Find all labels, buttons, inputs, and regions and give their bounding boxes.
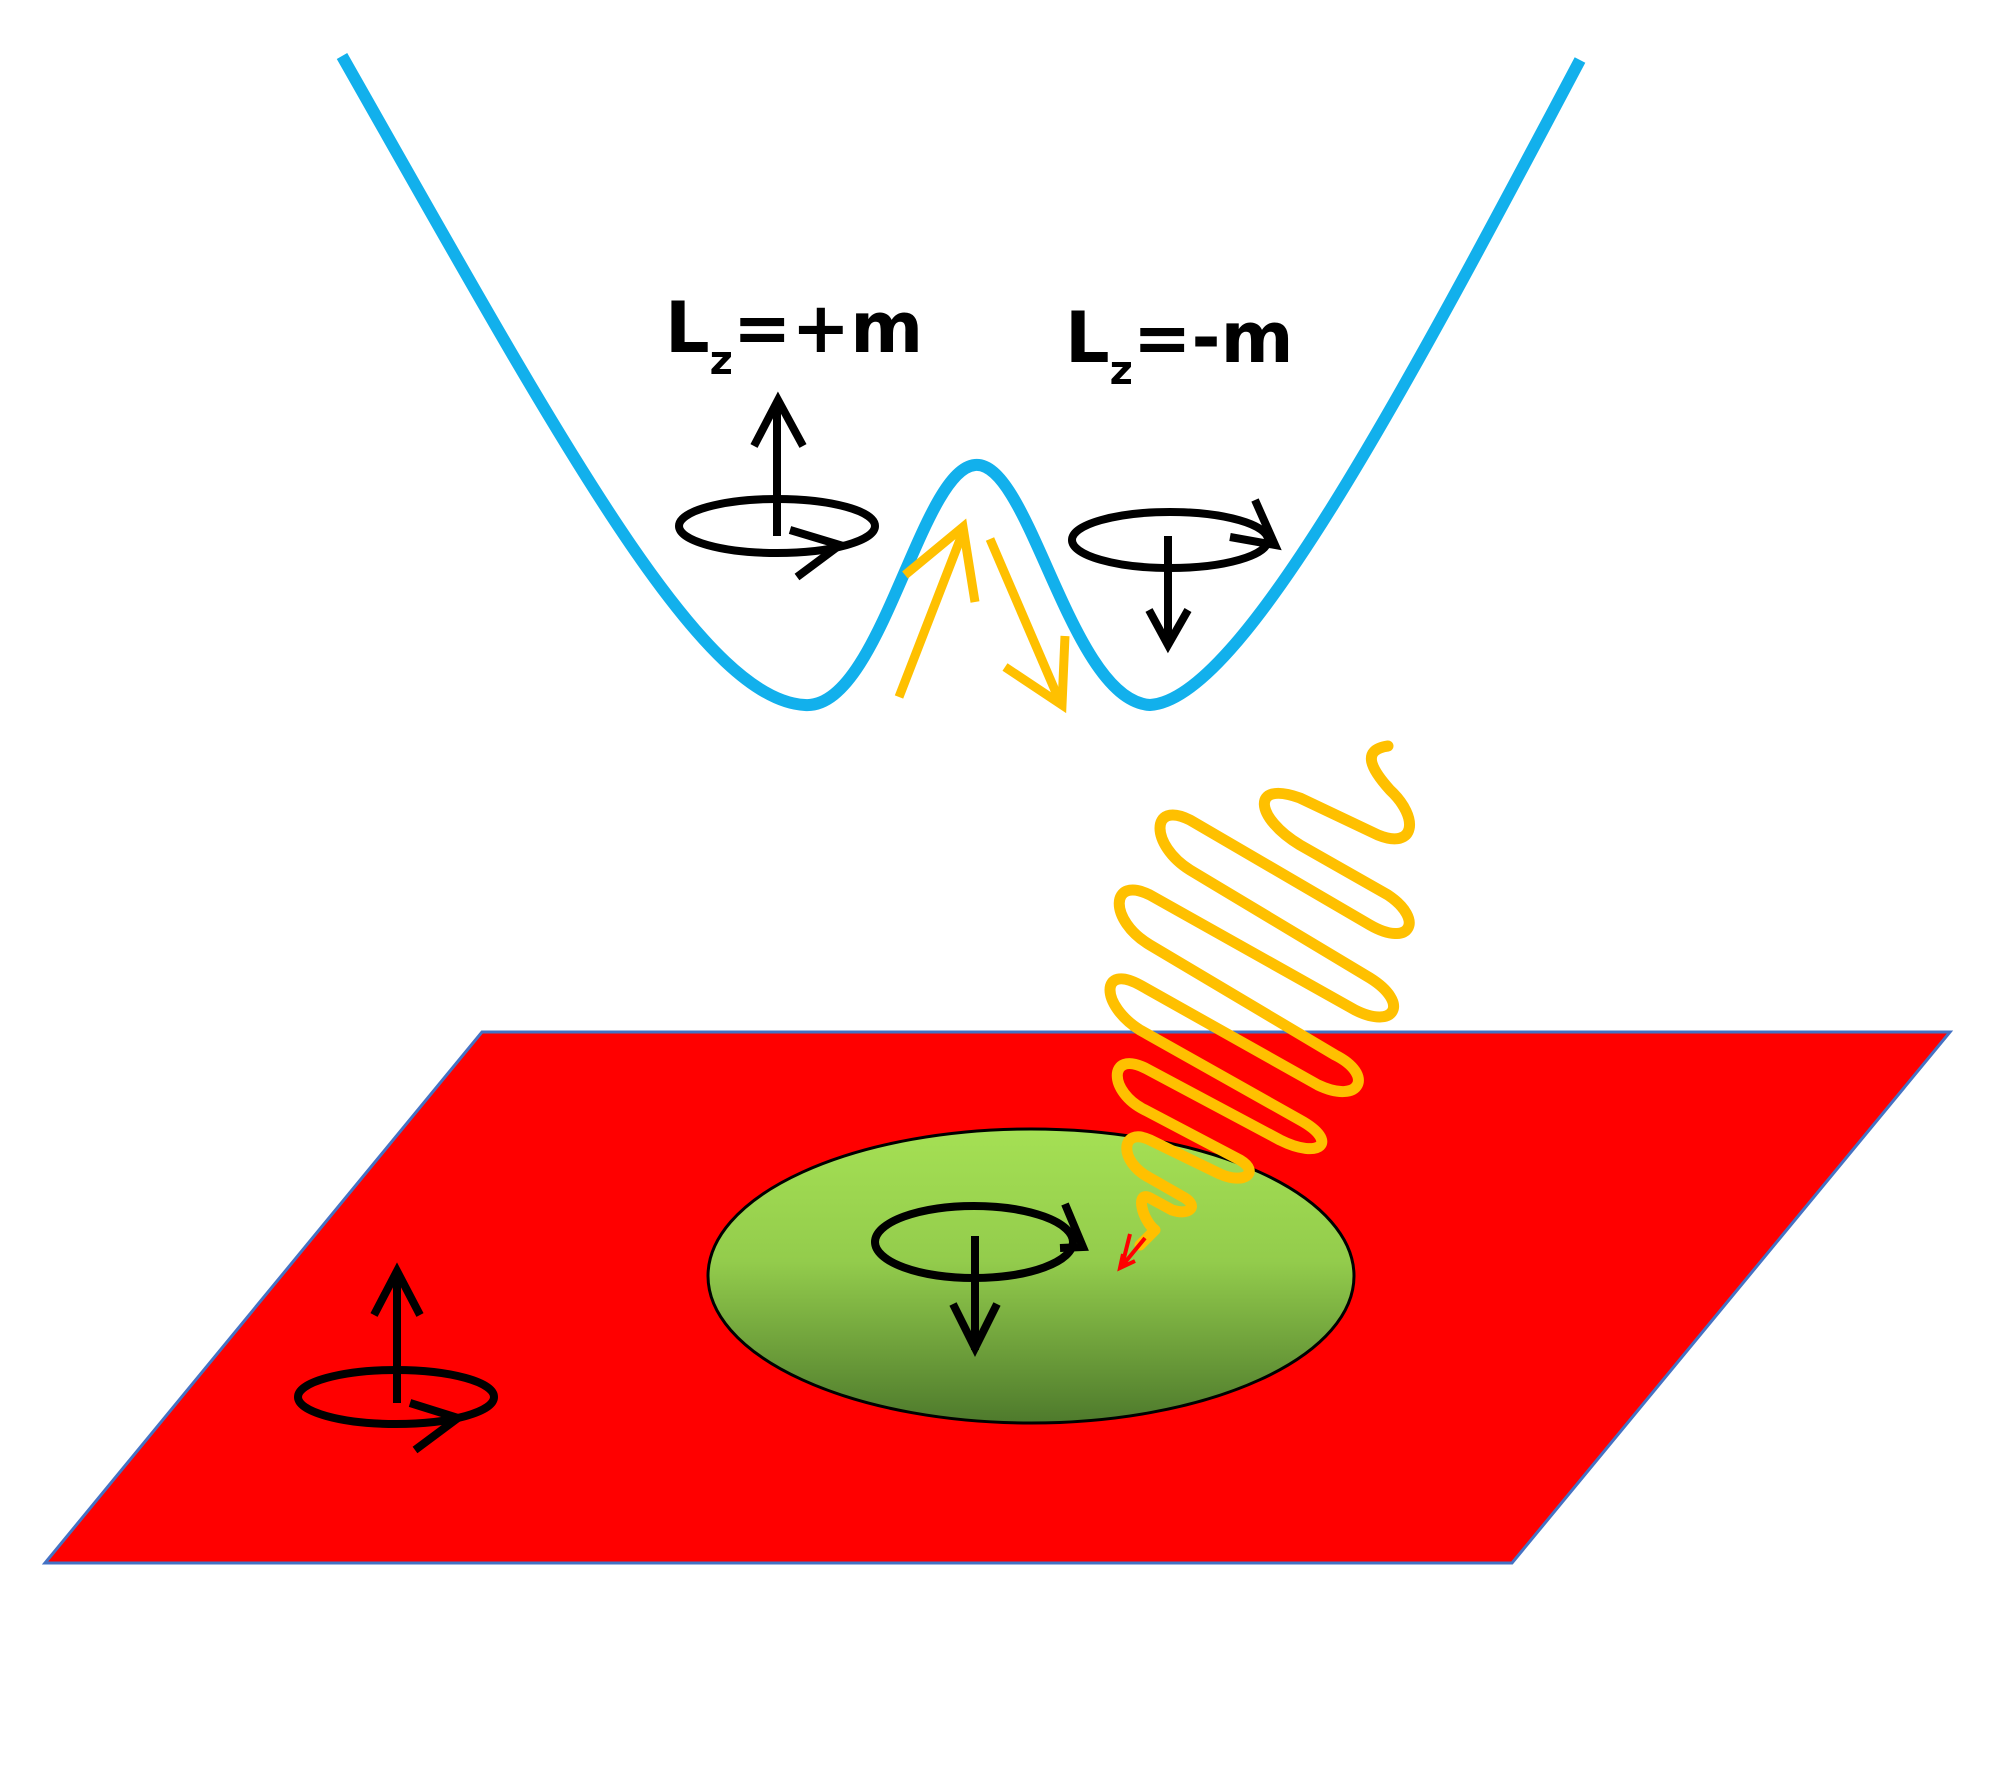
spin-up-rotation-icon [675, 391, 879, 581]
label-lz-plus-m: Lz=+m [665, 287, 923, 384]
light-wave-packet [1104, 740, 1415, 1251]
label-lz-minus-m: Lz=-m [1065, 297, 1294, 394]
wave-tip-red-arrow [1117, 1233, 1147, 1272]
spin-up-rotation-icon [294, 1262, 498, 1454]
double-well-potential-curve [336, 53, 1586, 712]
spin-down-rotation-icon [871, 1202, 1089, 1357]
spin-down-rotation-icon [1068, 498, 1282, 654]
arrow-down-into-well [985, 537, 1065, 704]
reversed-domain-ellipse [706, 1127, 1356, 1425]
arrow-up-over-barrier [894, 530, 968, 699]
transition-arrows [894, 518, 1070, 714]
